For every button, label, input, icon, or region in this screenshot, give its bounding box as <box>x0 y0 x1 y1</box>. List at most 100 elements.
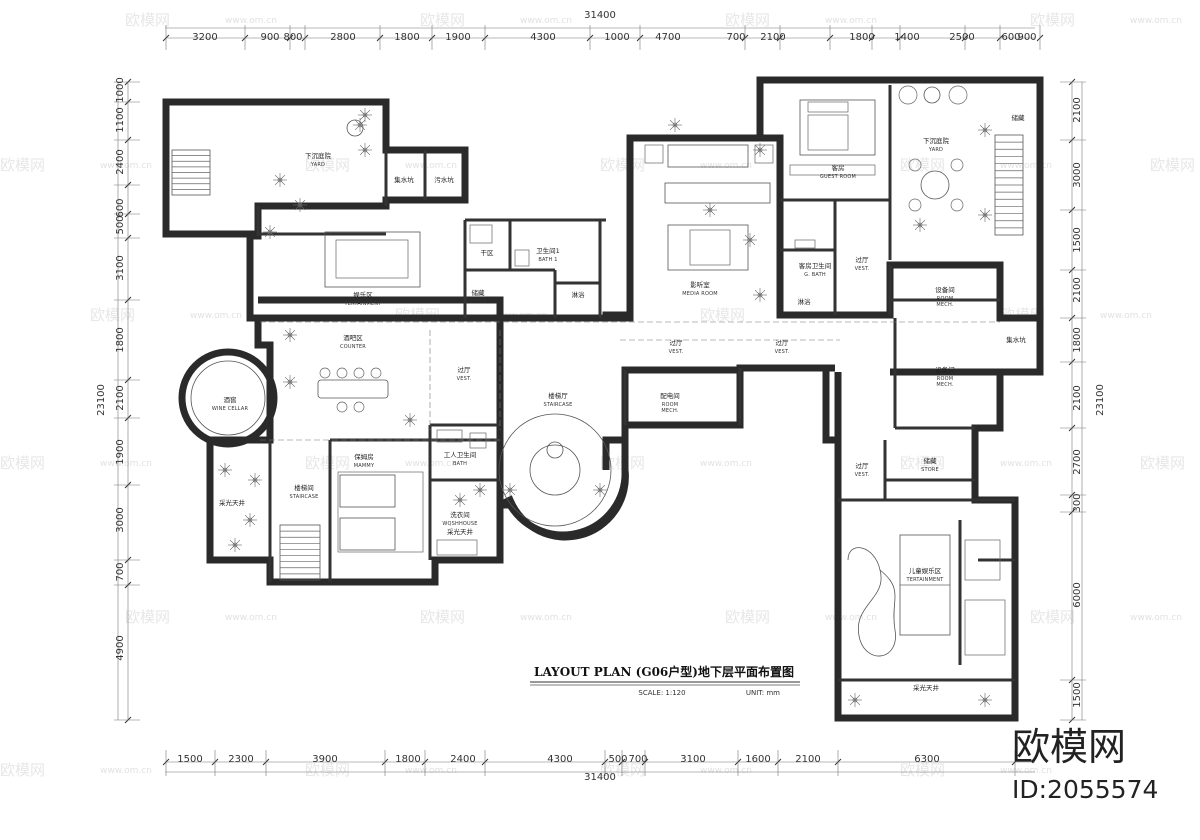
room-name-zh: 采光天井 <box>913 683 940 692</box>
room-name-en: STAIRCASE <box>543 402 572 408</box>
dimension-right-8: 6000 <box>1072 582 1083 607</box>
dimension-right-3: 2100 <box>1072 277 1083 302</box>
dimension-top-3: 2800 <box>330 32 355 43</box>
dimension-top-9: 700 <box>726 32 745 43</box>
room-name-en: ROOM <box>662 402 678 408</box>
room-name-en: WINE CELLAR <box>212 406 249 412</box>
room-name-en: ROOM <box>937 376 953 382</box>
room-name-zh: 下沉庭院 <box>923 136 950 145</box>
brand-watermark: 欧模网 ID:2055574 <box>1012 725 1158 804</box>
room-name-en: BATH 1 <box>538 257 557 263</box>
watermark-layer: 欧模网 www.om.cn 欧模网 www.om.cn 欧模网 www.om.cn 欧模网 w… <box>0 11 1195 779</box>
room-name-zh: 过厅 <box>670 338 684 347</box>
drawing-title: LAYOUT PLAN (G06户型)地下层平面布置图 <box>534 664 794 679</box>
watermark-brand: 欧模网 <box>900 761 945 779</box>
dimension-right-7: 300 <box>1072 493 1083 512</box>
room-name-en: STORE <box>921 467 939 473</box>
room-name-zh: 过厅 <box>856 255 870 264</box>
room-label: 酒窖 WINE CELLAR <box>212 395 249 412</box>
room-name-en: BATH <box>453 461 467 467</box>
dimension-right-6: 2700 <box>1072 449 1083 474</box>
plant-symbols <box>218 108 992 707</box>
dimension-top-1: 900 <box>260 32 279 43</box>
room-name-zh: 客房 <box>832 163 845 172</box>
dimension-top-14: 600 <box>1001 32 1020 43</box>
dimension-top-13: 2500 <box>949 32 974 43</box>
room-label: 过厅 VEST. <box>775 338 790 355</box>
dimension-top-15: 900 <box>1017 32 1036 43</box>
room-label: 淋浴 <box>572 290 586 299</box>
dimension-top-5: 1900 <box>445 32 470 43</box>
dimension-right-2: 1500 <box>1072 227 1083 252</box>
dimension-left-9: 3000 <box>115 507 126 532</box>
dimension-top-12: 1400 <box>894 32 919 43</box>
room-name-zh: 干区 <box>481 249 495 257</box>
room-name-zh: 客房卫生间 <box>799 261 832 270</box>
room-name-en: VEST. <box>775 349 790 355</box>
title-block: LAYOUT PLAN (G06户型)地下层平面布置图 SCALE: 1:120… <box>530 664 800 697</box>
watermark-site: www.om.cn <box>1100 311 1152 321</box>
watermark-brand: 欧模网 <box>0 156 45 174</box>
room-name-zh: 儿童娱乐区 <box>909 566 942 575</box>
overall-dimension-bottom: 31400 <box>584 772 616 783</box>
watermark-site: www.om.cn <box>825 16 877 26</box>
dimension-right-4: 1800 <box>1072 327 1083 352</box>
watermark-brand: 欧模网 <box>1030 608 1075 626</box>
watermark-tile: 欧模网 www.om.cn <box>600 761 752 779</box>
watermark-brand: 欧模网 <box>725 11 770 29</box>
room-label: 采光天井 <box>219 498 246 507</box>
dimension-left-8: 1900 <box>115 439 126 464</box>
brand-id: ID:2055574 <box>1012 775 1158 804</box>
watermark-brand: 欧模网 <box>125 11 170 29</box>
dimension-bottom-4: 2400 <box>450 754 475 765</box>
room-name-en: MECH. <box>936 302 953 308</box>
watermark-brand: 欧模网 <box>305 156 350 174</box>
watermark-brand: 欧模网 <box>700 306 745 324</box>
room-name-en: ROOM <box>937 296 953 302</box>
brand-name: 欧模网 <box>1012 725 1126 769</box>
room-name-zh: 洗衣间 <box>450 510 470 519</box>
dimension-left-10: 700 <box>115 562 126 581</box>
watermark-brand: 欧模网 <box>600 761 645 779</box>
watermark-site: www.om.cn <box>405 161 457 171</box>
watermark-site: www.om.cn <box>700 766 752 776</box>
room-name-en: COUNTER <box>340 344 366 350</box>
room-name-en: VEST. <box>457 376 472 382</box>
watermark-tile: 欧模网 www.om.cn <box>305 156 457 174</box>
room-name-zh: 酒窖 <box>224 395 238 404</box>
dimension-right-0: 2100 <box>1072 97 1083 122</box>
overall-dimension-left: 23100 <box>96 384 107 416</box>
overall-dimension-top: 31400 <box>584 10 616 21</box>
room-name-en: MAMMY <box>354 463 375 469</box>
overall-dimension-right: 23100 <box>1095 384 1106 416</box>
watermark-brand: 欧模网 <box>1140 454 1185 472</box>
room-name-en: GUEST ROOM <box>820 174 856 180</box>
room-name-en: G. BATH <box>804 272 826 278</box>
room-name-zh: 楼梯间 <box>294 483 314 492</box>
dimension-top-8: 4700 <box>655 32 680 43</box>
dimension-left-2: 2400 <box>115 149 126 174</box>
watermark-brand: 欧模网 <box>125 608 170 626</box>
room-name-zh: 集水坑 <box>1006 335 1026 344</box>
dimension-right-1: 3000 <box>1072 162 1083 187</box>
watermark-brand: 欧模网 <box>0 761 45 779</box>
room-name-en: VEST. <box>855 472 870 478</box>
room-name-zh: 过厅 <box>776 338 790 347</box>
room-name-zh: 配电间 <box>660 391 680 400</box>
watermark-brand: 欧模网 <box>305 454 350 472</box>
room-name-zh: 采光天井 <box>219 498 246 507</box>
watermark-site: www.om.cn <box>100 161 152 171</box>
room-label: 下沉庭院 YARD <box>923 136 950 153</box>
room-name-en: YARD <box>928 147 943 153</box>
room-name-en: MEDIA ROOM <box>682 291 717 297</box>
